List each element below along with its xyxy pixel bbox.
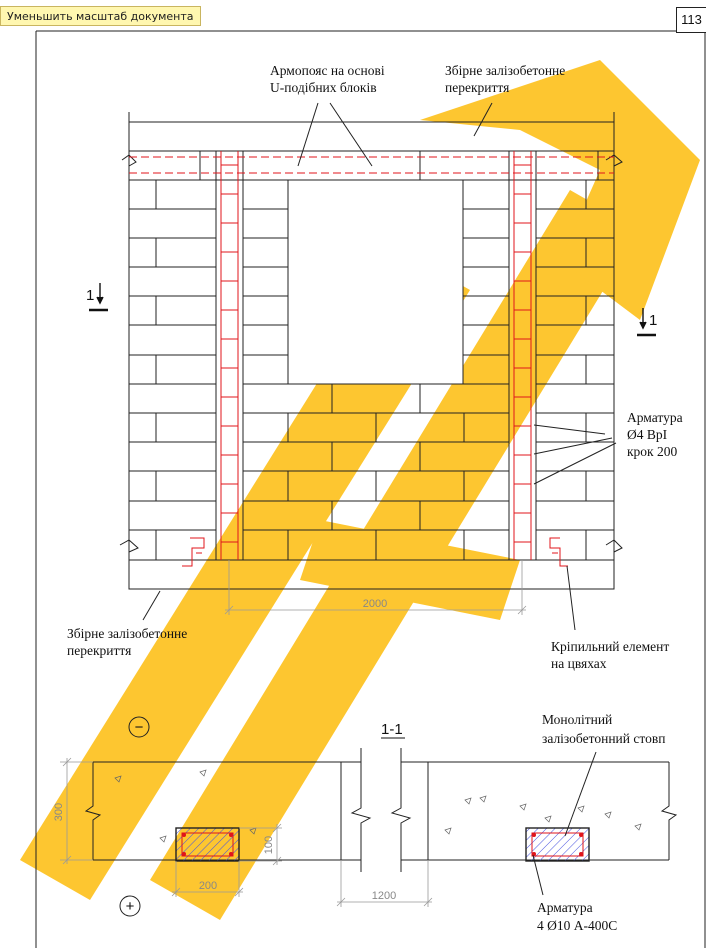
pier-left-masonry — [243, 208, 288, 356]
plus-circle-icon — [119, 895, 141, 917]
fixing-left — [182, 537, 205, 567]
concrete-aggregate — [114, 769, 642, 843]
label-rebar-line3: крок 200 — [627, 444, 677, 459]
label-rebar-line2: Ø4 ВрI — [627, 427, 668, 442]
section-mark-right-text: 1 — [649, 312, 657, 329]
window-opening — [287, 179, 464, 385]
reinforcement — [129, 151, 614, 567]
zoom-out-button[interactable]: Уменьшить масштаб документа — [0, 6, 201, 26]
left-column — [215, 150, 244, 561]
section-dimensions — [60, 757, 433, 907]
core-right-stirrup — [531, 832, 584, 857]
left-masonry — [129, 180, 216, 560]
leaders-section — [532, 751, 597, 896]
label-fixing-line1: Кріпильний елемент — [551, 639, 669, 654]
plus-sign: + — [126, 898, 135, 915]
section-mark-left — [89, 283, 108, 312]
section-mark-left-text: 1 — [86, 287, 94, 304]
dim-core-w-text: 200 — [199, 880, 217, 892]
minus-sign: − — [135, 719, 144, 736]
under-opening-masonry — [243, 383, 509, 560]
dim-core-h-text: 100 — [263, 836, 275, 854]
label-column-line1: Монолітний — [542, 712, 612, 727]
label-slab-top-line2: перекриття — [445, 80, 509, 95]
label-rebar-line1: Арматура — [627, 410, 683, 425]
top-slab — [128, 121, 615, 152]
label-slab-top-line1: Збірне залізобетонне — [445, 63, 565, 78]
section-mark-right — [637, 308, 656, 337]
elevation-view — [119, 112, 623, 590]
pier-right-masonry — [463, 208, 509, 356]
right-masonry — [536, 180, 614, 560]
label-rebar-sec-line2: 4 Ø10 А-400С — [537, 918, 617, 933]
dimension-opening — [224, 560, 527, 615]
label-column-line2: залізобетонний стовп — [542, 731, 665, 746]
minus-circle-icon — [128, 716, 150, 738]
core-left-stirrup — [181, 832, 234, 857]
label-fixing-line2: на цвяхах — [551, 656, 607, 671]
dim-opening-text: 2000 — [363, 598, 387, 610]
label-belt-line2: U-подібних блоків — [270, 80, 377, 95]
label-rebar-sec-line1: Арматура — [537, 900, 593, 915]
label-slab-bottom-line2: перекриття — [67, 643, 131, 658]
label-belt-line1: Армопояс на основі — [270, 63, 385, 78]
fixing-right — [549, 537, 568, 567]
dim-wall-text: 300 — [53, 803, 65, 821]
label-slab-bottom-line1: Збірне залізобетонне — [67, 626, 187, 641]
dim-gap-text: 1200 — [372, 890, 396, 902]
leaders-elevation — [142, 102, 617, 631]
page-number: 113 — [676, 7, 706, 33]
sheet-border — [35, 7, 706, 948]
section-title: 1-1 — [381, 721, 403, 738]
bottom-slab — [128, 559, 615, 590]
